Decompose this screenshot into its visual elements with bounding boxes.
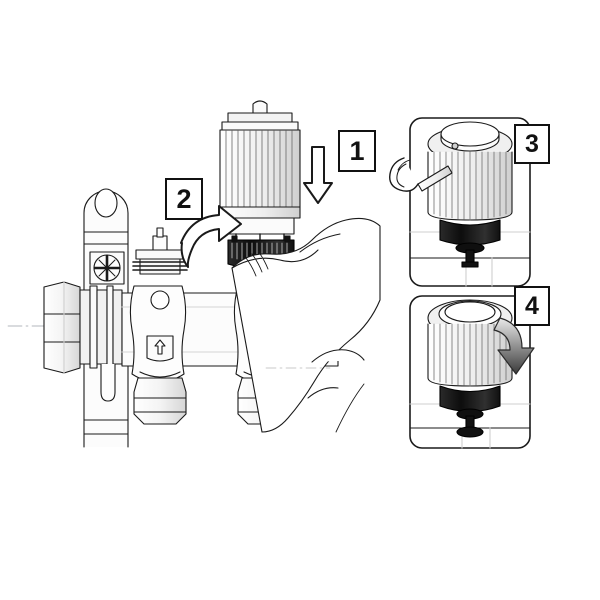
panel-step-3 (389, 117, 531, 287)
step-number-box-2: 2 (165, 178, 203, 220)
step-number-box-3: 3 (514, 124, 550, 164)
step-2-arrow (180, 205, 242, 268)
drain-spigot (100, 363, 116, 402)
step-number-box-1: 1 (338, 130, 376, 172)
valve-insert-left (132, 227, 188, 275)
hex-nut (43, 281, 81, 374)
hand (231, 217, 381, 433)
step-number-box-4: 4 (514, 286, 550, 326)
step-number-label-3: 3 (525, 129, 539, 158)
step-number-label-1: 1 (349, 135, 365, 166)
actuator-ribs (225, 130, 293, 208)
step-number-label-2: 2 (176, 183, 192, 214)
panel-step-4 (409, 295, 535, 449)
step-4-arrow (493, 317, 535, 375)
gasket-collar (79, 285, 123, 369)
step-number-label-4: 4 (525, 291, 539, 320)
retaining-clip (389, 157, 453, 192)
phillips-screw (89, 251, 125, 285)
actuator-head (219, 100, 301, 250)
compression-nut-left (133, 377, 187, 425)
actuator-head-panel4 (427, 299, 513, 438)
step-1-arrow (303, 146, 333, 204)
valve-body-left (129, 285, 187, 383)
